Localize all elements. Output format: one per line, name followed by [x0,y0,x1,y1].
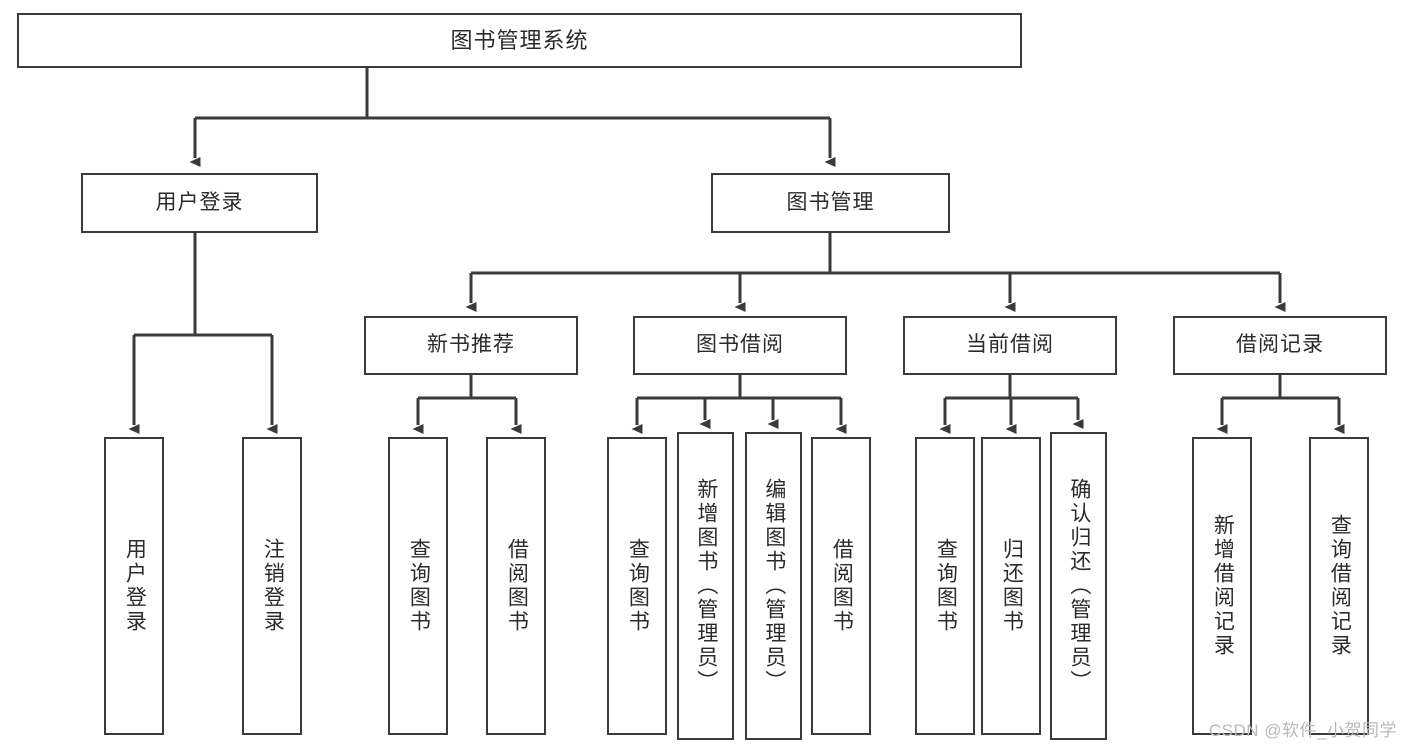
node-leaf-borrow-book-rec-label: 借阅图书 [505,538,529,634]
node-user-login-label: 用户登录 [155,190,244,214]
node-leaf-borrow-book-label: 借阅图书 [830,538,854,634]
node-leaf-query-book-borrow-label: 查询图书 [626,538,650,634]
node-book-borrow[interactable]: 图书借阅 [633,316,847,375]
node-new-book-recommend[interactable]: 新书推荐 [364,316,578,375]
node-book-manage-label: 图书管理 [786,190,875,214]
node-book-borrow-label: 图书借阅 [696,333,784,357]
node-leaf-borrow-book-rec[interactable]: 借阅图书 [486,437,546,735]
node-book-manage[interactable]: 图书管理 [711,173,950,233]
node-leaf-add-book-admin-label: 新增图书（管理员） [694,478,718,694]
node-leaf-return-book[interactable]: 归还图书 [981,437,1041,735]
node-leaf-query-book-rec[interactable]: 查询图书 [388,437,448,735]
node-leaf-borrow-book[interactable]: 借阅图书 [811,437,871,735]
node-leaf-query-book-rec-label: 查询图书 [407,538,431,634]
node-leaf-query-book-current-label: 查询图书 [934,538,958,634]
node-leaf-return-book-label: 归还图书 [1000,538,1024,634]
node-root[interactable]: 图书管理系统 [17,13,1022,68]
node-leaf-query-borrow-record-label: 查询借阅记录 [1328,514,1352,658]
node-leaf-user-login-label: 用户登录 [123,538,147,634]
node-leaf-add-borrow-record[interactable]: 新增借阅记录 [1192,437,1252,735]
node-current-borrow-label: 当前借阅 [966,333,1054,357]
node-borrow-record[interactable]: 借阅记录 [1173,316,1387,375]
node-root-label: 图书管理系统 [450,27,589,53]
node-leaf-logout[interactable]: 注销登录 [242,437,302,735]
node-leaf-query-book-borrow[interactable]: 查询图书 [607,437,667,735]
node-leaf-user-login[interactable]: 用户登录 [104,437,164,735]
node-leaf-query-borrow-record[interactable]: 查询借阅记录 [1309,437,1369,735]
node-leaf-add-book-admin[interactable]: 新增图书（管理员） [677,432,734,740]
node-borrow-record-label: 借阅记录 [1236,333,1324,357]
node-user-login[interactable]: 用户登录 [81,173,318,233]
node-leaf-confirm-return-admin[interactable]: 确认归还（管理员） [1050,432,1107,740]
node-leaf-logout-label: 注销登录 [261,538,285,634]
node-leaf-edit-book-admin-label: 编辑图书（管理员） [762,478,786,694]
node-leaf-query-book-current[interactable]: 查询图书 [915,437,975,735]
node-leaf-add-borrow-record-label: 新增借阅记录 [1211,514,1235,658]
node-leaf-confirm-return-admin-label: 确认归还（管理员） [1067,478,1091,694]
node-new-book-recommend-label: 新书推荐 [427,333,515,357]
csdn-watermark: CSDN @软件_小贺同学 [1208,721,1397,740]
node-leaf-edit-book-admin[interactable]: 编辑图书（管理员） [745,432,802,740]
node-current-borrow[interactable]: 当前借阅 [903,316,1117,375]
